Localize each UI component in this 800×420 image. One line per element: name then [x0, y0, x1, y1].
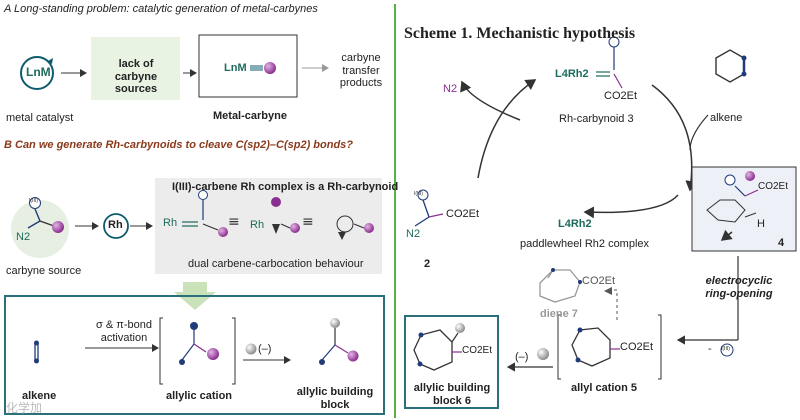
products-label: carbyne transfer products	[339, 52, 383, 90]
bottom-box	[4, 295, 385, 415]
anion-scheme: (–)	[515, 351, 529, 363]
lnm-label: LnM	[26, 65, 51, 79]
anion-label-b: (–)	[258, 343, 272, 355]
watermark: 化学加	[6, 401, 43, 415]
dual-behaviour-label: dual carbene-carbocation behaviour	[188, 258, 364, 270]
l4rh2-carbynoid: L4Rh2	[555, 68, 589, 80]
n2-label-b: N2	[16, 231, 31, 243]
minus-i3-label: I(III)	[721, 346, 730, 352]
co2et-4: CO2Et	[758, 181, 789, 192]
carbyne-source-circle	[11, 200, 69, 258]
l4rh2-catalyst: L4Rh2	[558, 218, 592, 230]
arrow-to-4	[651, 84, 698, 192]
compound-4-label: 4	[778, 237, 785, 249]
i3-label-2: I(III)	[414, 191, 423, 197]
lack-carbyne-label: lack of carbyne sources	[114, 58, 158, 96]
sigma-pi-label: σ & π-bond activation	[96, 319, 152, 344]
lnm-carbyne-label: LnM	[224, 62, 247, 74]
co2et-top: CO2Et	[604, 90, 638, 102]
panel-b-header: B Can we generate Rh-carbynoids to cleav…	[4, 139, 354, 151]
diene-7-label: diene 7	[540, 308, 578, 320]
paddlewheel-label: paddlewheel Rh2 complex	[520, 238, 650, 250]
rh-carbynoid-3-label: Rh-carbynoid 3	[559, 113, 634, 125]
arrow-n2	[460, 80, 521, 121]
co2et-left: CO2Et	[446, 208, 480, 220]
allyl-cation-5-label: allyl cation 5	[571, 382, 638, 394]
allylic-cation-label: allylic cation	[166, 390, 233, 402]
co2et-diene: CO2Et	[582, 275, 616, 287]
panel-a-header: A Long-standing problem: catalytic gener…	[4, 3, 318, 15]
alkene-scheme-label: alkene	[710, 112, 743, 124]
h-label: H	[757, 218, 765, 230]
cyclohexene	[715, 49, 745, 83]
carbyne-ball	[264, 62, 276, 74]
compound-2-label: 2	[424, 258, 431, 270]
metal-carbyne-box	[198, 34, 298, 98]
metal-catalyst-label: metal catalyst	[6, 112, 74, 124]
co2et-block: CO2Et	[462, 345, 493, 356]
diene7-ring	[539, 269, 581, 303]
electrocyclic-label: electrocyclic ring-opening	[705, 275, 773, 300]
minus-label: -	[708, 343, 712, 355]
n2-left: N2	[406, 228, 421, 240]
rh-carbynoid-box-title: I(III)-carbene Rh complex is a Rh-carbyn…	[172, 181, 399, 193]
svg-text:≡: ≡	[302, 214, 314, 230]
co2et-cation: CO2Et	[620, 341, 654, 353]
rh-label-b: Rh	[108, 219, 123, 231]
allylic-block-label-b: allylic building block	[296, 386, 374, 411]
alkene-label-b: alkene	[22, 390, 57, 402]
i3-label-b: I(III)	[29, 198, 38, 204]
metal-carbyne-label: Metal-carbyne	[213, 110, 287, 122]
lack-box	[91, 37, 180, 100]
rh-fragment-2: Rh	[250, 219, 265, 231]
rh-cycle	[103, 213, 129, 239]
rh-fragment-1: Rh	[163, 217, 178, 229]
svg-text:≡: ≡	[228, 214, 240, 230]
carbyne-source-label: carbyne source	[6, 265, 82, 277]
arrow-to-rh2	[583, 194, 679, 219]
arrow-to-carbynoid	[477, 79, 537, 179]
metal-catalyst-ring	[20, 56, 54, 90]
scheme-title: Scheme 1. Mechanistic hypothesis	[404, 25, 636, 42]
allylic-block-6-label: allylic building block 6	[413, 382, 491, 407]
n2-scheme: N2	[443, 83, 458, 95]
